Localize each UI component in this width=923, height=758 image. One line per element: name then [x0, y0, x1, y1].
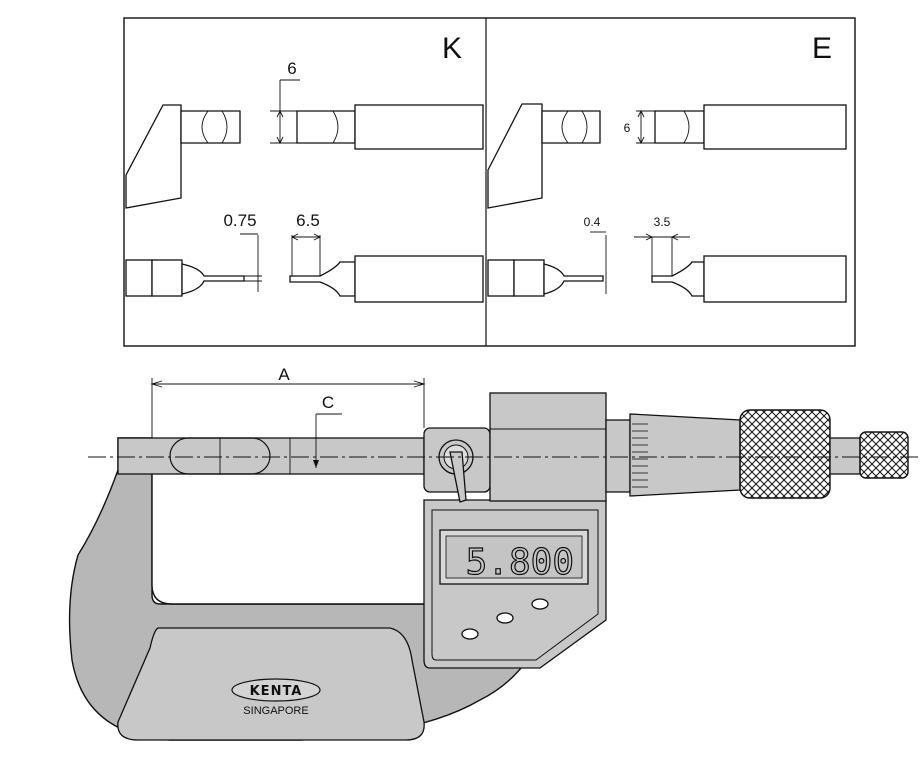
svg-text:KENTA: KENTA — [250, 684, 303, 699]
svg-text:SINGAPORE: SINGAPORE — [243, 705, 308, 717]
dim-tip-label: 0.4 — [584, 215, 601, 229]
panel-letter: K — [442, 32, 462, 65]
spindle — [354, 104, 484, 150]
knurled-ring — [739, 409, 831, 499]
mode-button[interactable] — [531, 598, 549, 610]
dim-height-label: 6 — [287, 59, 296, 78]
anvil-face — [180, 110, 241, 144]
dim-width-label: 3.5 — [654, 215, 671, 229]
power-button[interactable] — [461, 628, 479, 640]
dim-width-label: 6.5 — [296, 211, 320, 230]
panel-e: E 6 0.4 3.5 — [487, 32, 847, 303]
sleeve-housing — [489, 392, 607, 502]
ratchet-stop[interactable] — [859, 431, 909, 479]
detail-panels: K 6 0.75 — [123, 17, 856, 347]
dim-height-label: 6 — [624, 121, 631, 135]
brand-logo: KENTA SINGAPORE — [231, 678, 321, 717]
dim-tip-label: 0.75 — [223, 211, 256, 230]
zero-button[interactable] — [496, 612, 514, 624]
dim-c-label: C — [322, 393, 334, 412]
anvil-body — [125, 104, 182, 209]
micrometer: 5.800 — [68, 365, 920, 741]
display-value: 5.800 — [466, 542, 574, 583]
panel-k: K 6 0.75 — [125, 32, 484, 303]
thimble — [629, 413, 741, 497]
dim-a-label: A — [278, 365, 290, 384]
panel-letter: E — [812, 32, 832, 65]
anvil-spindle — [117, 437, 425, 475]
lock-lever[interactable] — [449, 451, 467, 503]
